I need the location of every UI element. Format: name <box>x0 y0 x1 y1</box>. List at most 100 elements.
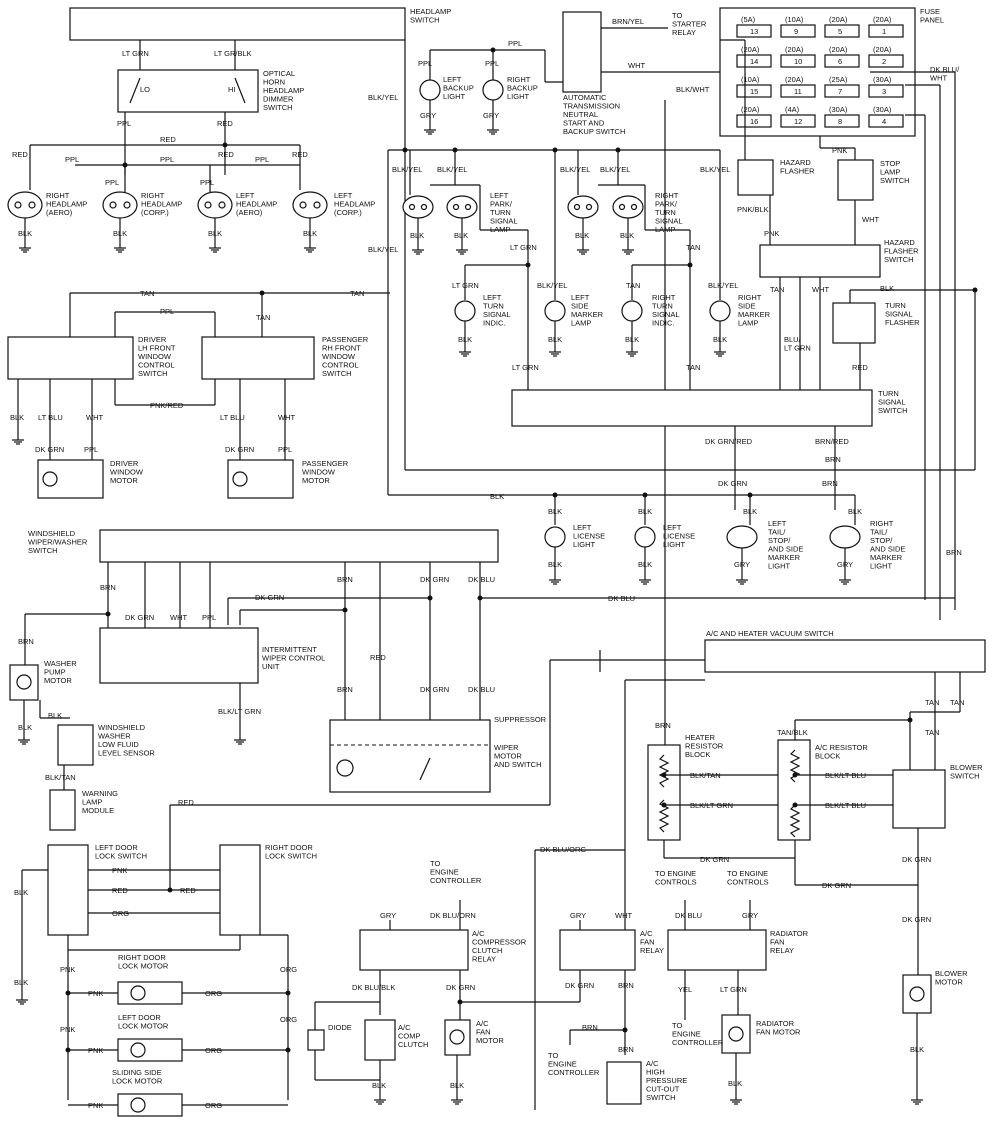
fuse-amp: (5A) <box>741 15 756 24</box>
wiring-label: BLK <box>548 335 562 344</box>
wiring-label: DK GRN <box>255 593 284 602</box>
wiring-label: BLK <box>548 507 562 516</box>
dimmer-hi-label: HI <box>228 85 236 94</box>
wiring-label: DK BLU/ORG <box>540 845 586 854</box>
wiring-label: BLK <box>18 229 32 238</box>
front-park-lamps <box>402 195 644 219</box>
wiring-label: PPL <box>84 445 98 454</box>
neutral-switch <box>562 11 602 93</box>
fuse-number: 10 <box>794 57 802 66</box>
fuse-number: 9 <box>794 27 798 36</box>
wiring-label: BLK <box>410 231 424 240</box>
wiring-label: DK BLU <box>675 911 702 920</box>
fuse-amp: (20A) <box>829 15 848 24</box>
wiring-label: WHT <box>278 413 295 422</box>
wiring-label: ORG <box>205 989 222 998</box>
wiring-label: BLK <box>372 1081 386 1090</box>
ac-comp-clutch <box>364 1019 396 1061</box>
wiring-label: BLK <box>848 507 862 516</box>
fuse-number: 12 <box>794 117 802 126</box>
wiring-label: BRN <box>337 685 353 694</box>
wiring-label: BRN <box>825 455 841 464</box>
wiring-label: BRN <box>618 981 634 990</box>
wiring-label: YEL <box>678 985 692 994</box>
diode <box>307 1029 325 1051</box>
wiring-label: BLK/YEL <box>537 281 567 290</box>
wiring-label: BLK <box>48 711 62 720</box>
wiring-label: BLK <box>208 229 222 238</box>
wire-label: RED <box>160 135 176 144</box>
wiper-motor <box>336 759 354 777</box>
wire-label: LT GR/BLK <box>214 49 252 58</box>
wiring-label: DK GRN <box>125 613 154 622</box>
wiring-label: BRN <box>946 548 962 557</box>
wiring-label: PNK <box>60 1025 75 1034</box>
wiring-label: BLK <box>620 231 634 240</box>
wiring-label: PNK <box>112 866 127 875</box>
wiring-label: LT BLU <box>38 413 63 422</box>
wiring-label: PNK <box>88 1101 103 1110</box>
wiring-label: LT GRN <box>510 243 537 252</box>
wiring-label: DIODE <box>328 1023 352 1032</box>
wiring-label: BLK/LT GRN <box>690 801 733 810</box>
fuse <box>868 84 904 98</box>
fuse-amp: (10A) <box>741 75 760 84</box>
wiring-label: BLK/YEL <box>392 165 422 174</box>
wiring-label: GRY <box>483 111 499 120</box>
wiring-label: BLK <box>450 1081 464 1090</box>
wiring-label: DK GRN <box>822 881 851 890</box>
wiring-label: BRN <box>618 1045 634 1054</box>
wiring-label: TAN <box>950 698 964 707</box>
right-tail-light <box>829 525 861 549</box>
wiring-label: WHT <box>86 413 103 422</box>
fuse-number: 3 <box>882 87 886 96</box>
wiring-label: RED <box>852 363 868 372</box>
right-side-marker <box>709 300 731 322</box>
right-backup-light <box>482 79 504 101</box>
turn-signal-flasher <box>832 302 876 344</box>
right-turn-indic <box>621 300 643 322</box>
fuse-number: 6 <box>838 57 842 66</box>
wiring-label: GRY <box>734 560 750 569</box>
wiring-label: BLK/LT GRN <box>218 707 261 716</box>
wiring-label: BRN <box>582 1023 598 1032</box>
fuse-amp: (30A) <box>873 105 892 114</box>
wiring-label: BLU/LT GRN <box>784 335 811 353</box>
wire-label: PPL <box>65 155 79 164</box>
wiring-label: A/C AND HEATER VACUUM SWITCH <box>706 629 834 638</box>
wiring-label: BLK/YEL <box>368 245 398 254</box>
wiring-label: BLK <box>10 413 24 422</box>
ground-symbols <box>12 129 923 1105</box>
fuse-amp: (10A) <box>785 15 804 24</box>
wire-label: PPL <box>200 178 214 187</box>
ac-heater-vacuum-switch <box>704 639 986 673</box>
wiring-label: ORG <box>205 1046 222 1055</box>
wiring-label: DK GRN <box>902 855 931 864</box>
wire-label: RED <box>217 119 233 128</box>
wiring-label: PPL <box>202 613 216 622</box>
ac-compressor-clutch-relay <box>359 929 469 971</box>
ac-fan-relay <box>559 929 636 971</box>
wiring-label: DK BLU/ORN <box>430 911 476 920</box>
suppressor-wiper-box <box>329 719 491 793</box>
wiring-label: DK BLU/BLK <box>352 983 395 992</box>
